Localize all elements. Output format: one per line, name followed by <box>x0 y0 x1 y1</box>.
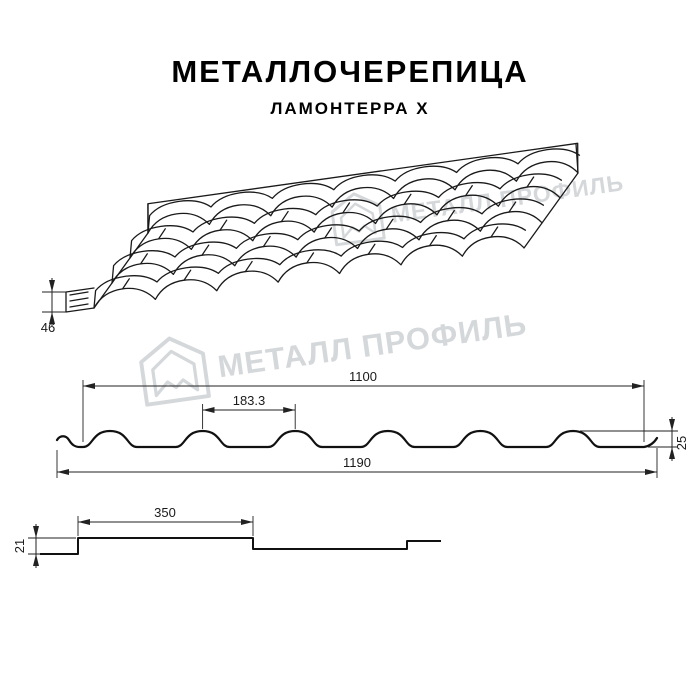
dim-1100-label: 1100 <box>349 369 377 384</box>
dim-21-label: 21 <box>12 539 27 553</box>
dim-profile-height: 25 <box>580 417 689 461</box>
cross-section-drawing: 1100 183.3 25 1190 <box>55 369 689 478</box>
dim-cover-width: 1100 <box>82 369 645 442</box>
dim-extension-lines <box>82 380 645 442</box>
dim-25-label: 25 <box>674 436 689 450</box>
dim-wave-pitch: 183.3 <box>202 393 296 429</box>
tile-crest-lines <box>121 226 499 290</box>
watermark-center: МЕТАЛЛ ПРОФИЛЬ <box>136 306 529 407</box>
dim-module-length: 350 <box>77 505 254 536</box>
watermark-top: МЕТАЛЛ ПРОФИЛЬ <box>328 169 626 247</box>
page-subtitle: ЛАМОНТЕРРА X <box>270 99 429 118</box>
page-title: МЕТАЛЛОЧЕРЕПИЦА <box>171 54 528 89</box>
tile-row-front-edge <box>147 160 579 234</box>
dim-total-width: 1190 <box>56 448 658 478</box>
step-profile-curve <box>40 537 441 555</box>
perspective-drawing: 46 <box>41 142 581 335</box>
tile-flange-hatch <box>69 291 89 308</box>
profile-curve <box>55 429 659 449</box>
tile-row-ridge <box>129 173 563 259</box>
dim-extension-lines <box>28 537 76 555</box>
dim-350-label: 350 <box>154 505 176 520</box>
dim-flange-height: 46 <box>41 278 66 335</box>
dim-step-height: 21 <box>12 524 76 568</box>
metall-profil-logo-icon <box>136 332 211 407</box>
dim-183-label: 183.3 <box>233 393 266 408</box>
dim-46-label: 46 <box>41 320 55 335</box>
tile-row-ridge <box>147 148 581 234</box>
tile-row-ridge <box>111 198 545 284</box>
dim-1190-label: 1190 <box>343 455 371 470</box>
dim-extension-lines <box>42 291 66 313</box>
tile-crest-lines <box>139 201 517 265</box>
tile-sheet-left-edge <box>93 203 149 309</box>
tile-crest-lines <box>157 176 535 240</box>
tile-flange <box>65 287 95 313</box>
tile-sheet-right-edge <box>523 143 579 249</box>
step-profile-drawing: 350 21 <box>12 505 441 568</box>
tile-row-ridge <box>93 223 527 309</box>
